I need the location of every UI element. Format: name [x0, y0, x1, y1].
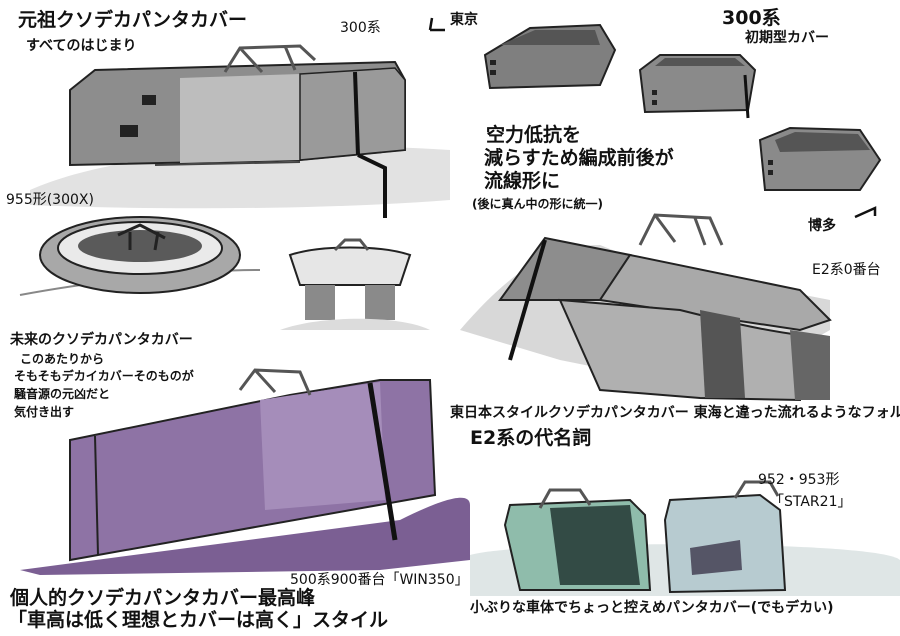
label-952-series: 952・953形 [758, 472, 840, 488]
label-955: 955形(300X) [6, 192, 94, 208]
label-e2-desc-2: E2系の代名詞 [470, 427, 592, 449]
label-aero-1: 空力低抗を [486, 124, 582, 146]
illustration-955-300x [19, 216, 430, 330]
label-300-title: 元祖クソデカパンタカバー [18, 9, 247, 31]
illustration-300-early-covers [483, 23, 882, 191]
label-future-1: 未来のクソデカパンタカバー [10, 332, 193, 348]
label-500-series: 500系900番台「WIN350」 [290, 572, 469, 588]
label-300-early-type: 初期型カバー [745, 30, 829, 46]
illustration-500-win350 [20, 368, 470, 575]
label-future-5: 気付き出す [14, 405, 75, 419]
label-300-subtitle: すべてのはじまり [26, 38, 137, 54]
label-952-name: 「STAR21」 [770, 494, 852, 510]
label-aero-4: (後に真ん中の形に統一) [472, 197, 603, 211]
illustration-300-cover [30, 44, 450, 218]
label-300-early: 300系 [722, 7, 781, 29]
label-tokyo: 東京 [450, 12, 478, 28]
label-300-series: 300系 [340, 20, 381, 36]
label-aero-3: 流線形に [484, 170, 561, 192]
label-e2-desc-1: 東日本スタイルクソデカパンタカバー 東海と違った流れるようなフォルム [450, 405, 900, 421]
label-952-desc: 小ぶりな車体でちょっと控えめパンタカバー(でもデカい) [470, 600, 834, 616]
label-future-2: このあたりから [20, 352, 105, 366]
illustration-e2-cover [460, 213, 832, 402]
arrow-tokyo-icon [428, 17, 445, 32]
label-aero-2: 減らすため編成前後が [484, 147, 674, 169]
label-e2-series: E2系0番台 [812, 262, 881, 278]
label-500-desc-1: 個人的クソデカパンタカバー最高峰 [10, 587, 315, 609]
label-500-desc-2: 「車高は低く理想とカバーは高く」スタイル [8, 609, 389, 631]
arrow-hakata-icon [854, 206, 877, 219]
label-future-4: 騒音源の元凶だと [14, 387, 111, 401]
illustration-952-star21 [470, 480, 900, 596]
label-hakata: 博多 [808, 218, 836, 234]
label-future-3: そもそもデカイカバーそのものが [14, 369, 194, 383]
